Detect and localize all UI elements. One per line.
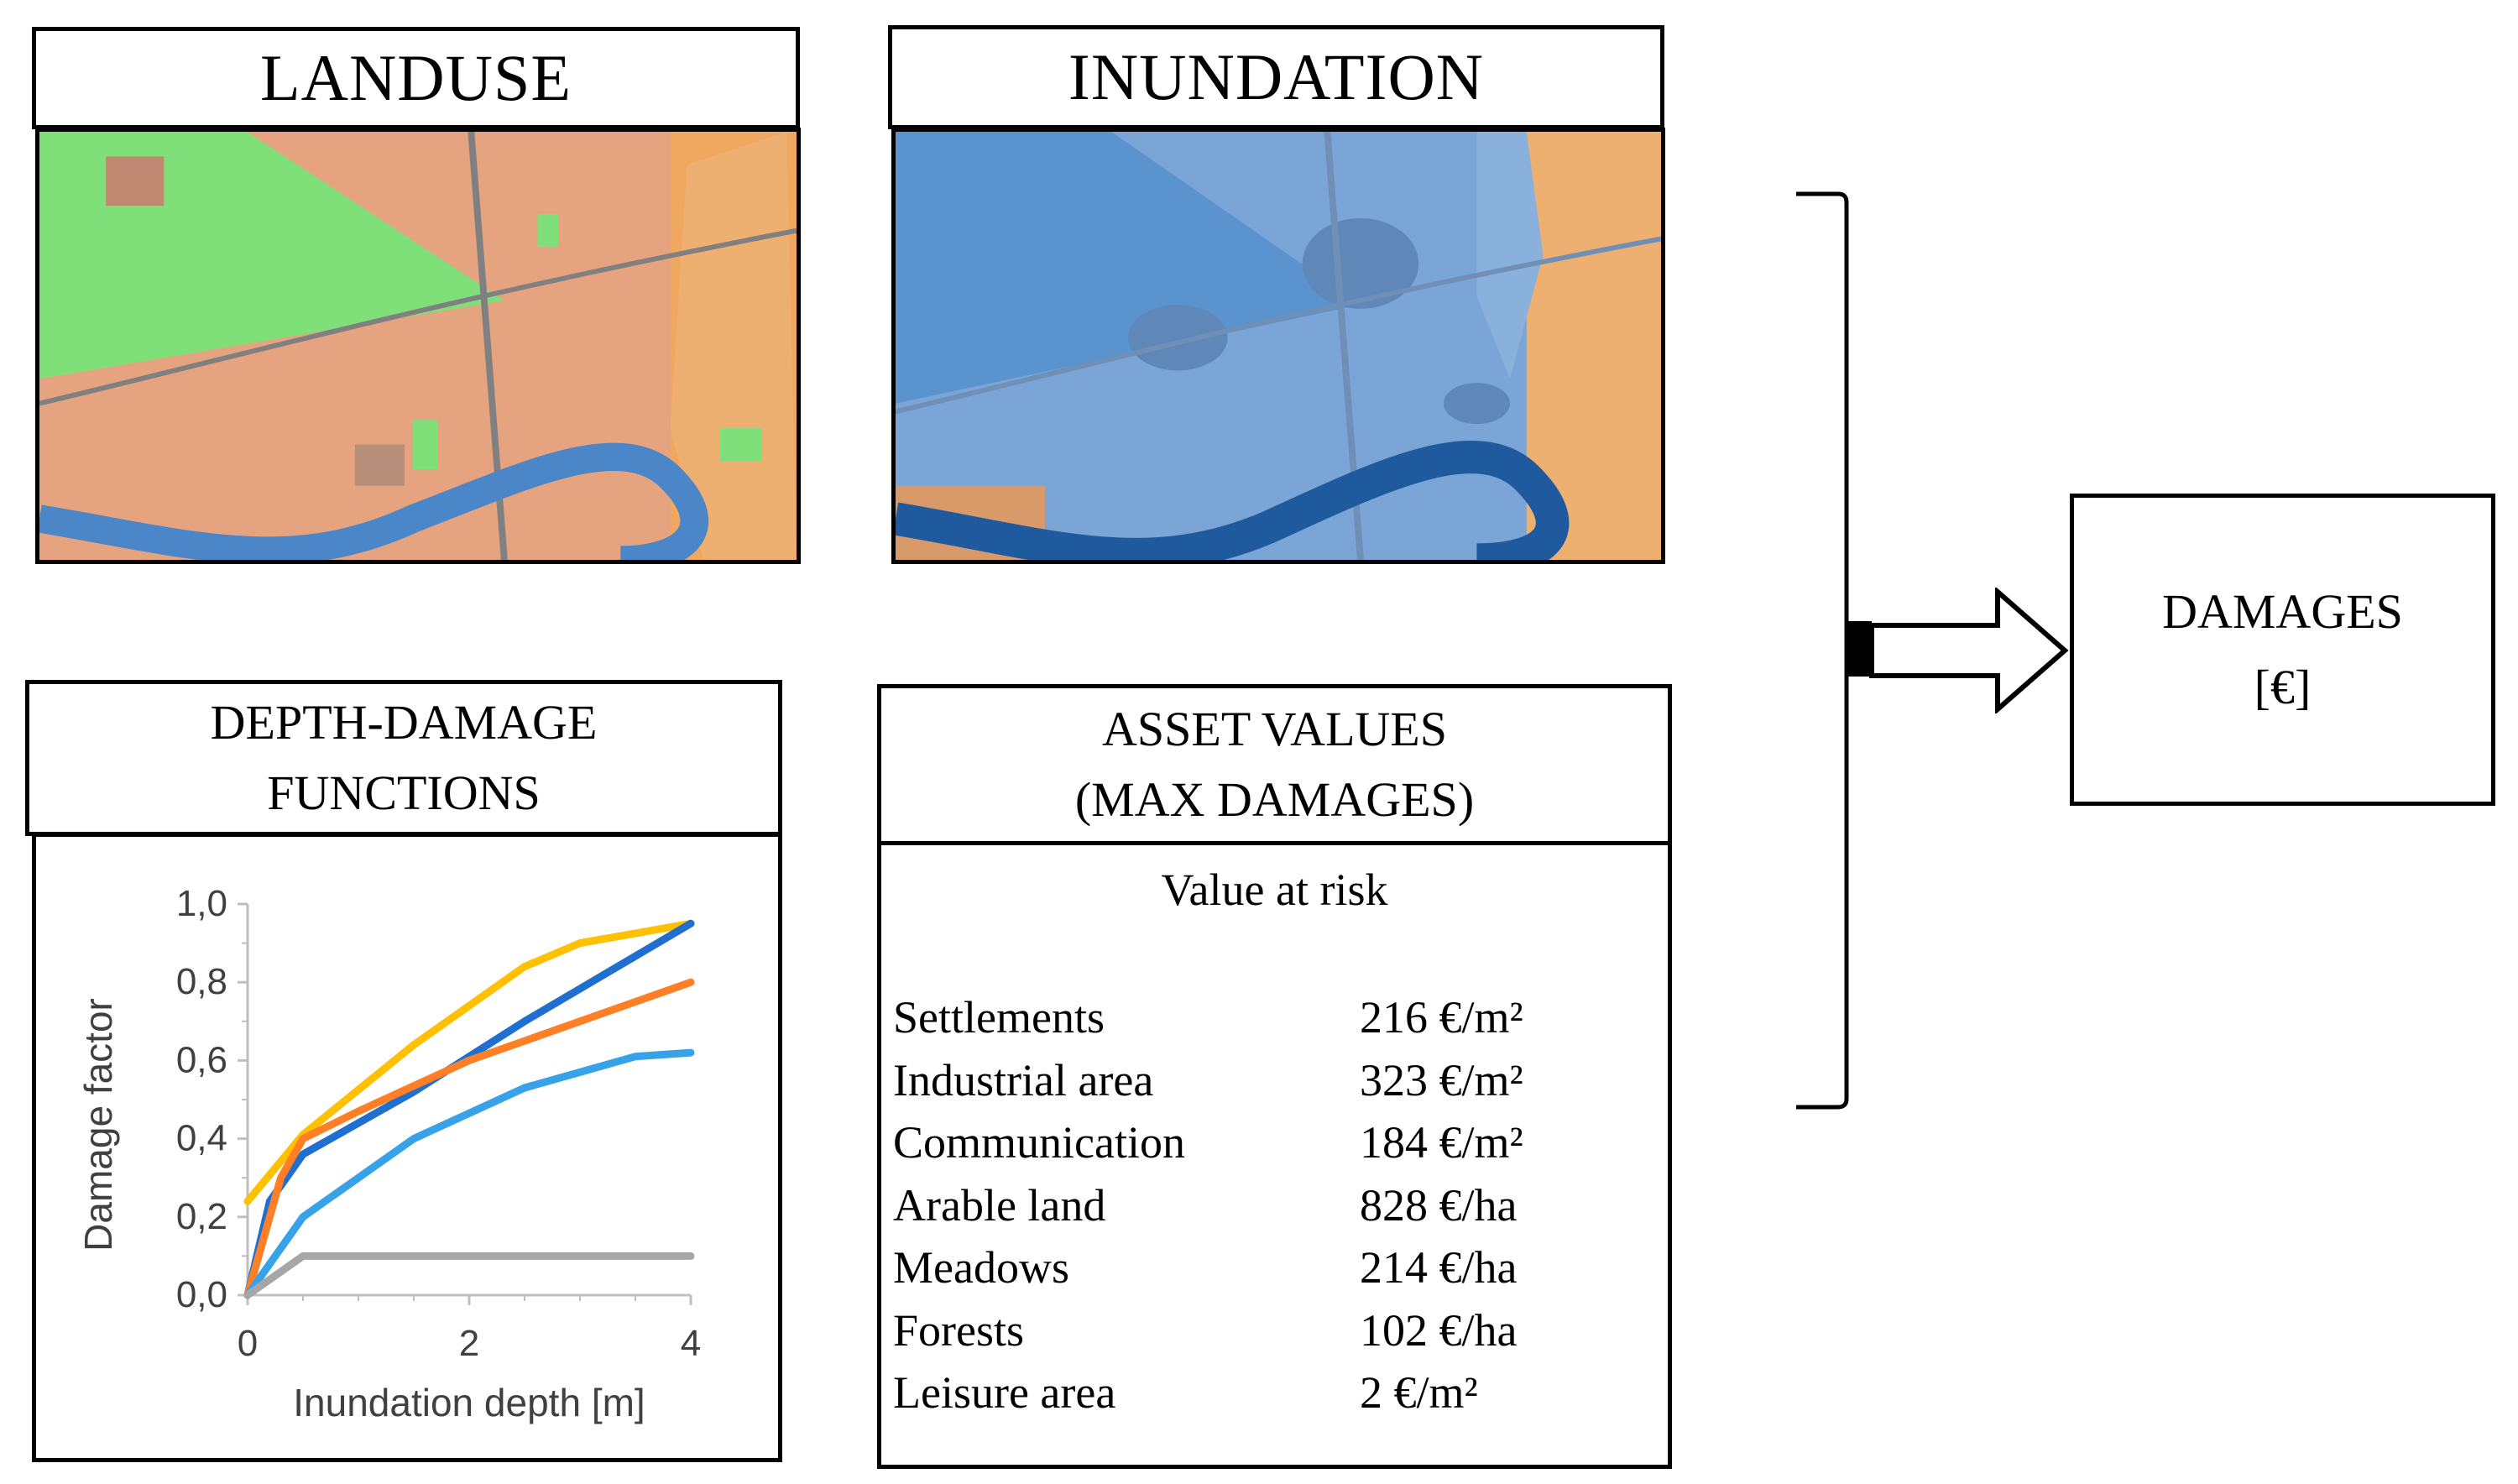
asset-values-title-line2: (MAX DAMAGES) bbox=[1074, 772, 1475, 827]
y-tick-label: 0,2 bbox=[176, 1196, 227, 1237]
combine-bracket bbox=[1796, 191, 1872, 1110]
asset-values-title: ASSET VALUES (MAX DAMAGES) bbox=[877, 684, 1672, 845]
damage-curve-1 bbox=[243, 919, 695, 1205]
y-tick-label: 0,8 bbox=[176, 961, 227, 1002]
asset-name: Leisure area bbox=[893, 1367, 1116, 1418]
y-tick-label: 1,0 bbox=[176, 883, 227, 924]
asset-name: Forests bbox=[893, 1304, 1025, 1356]
damage-curve-5 bbox=[243, 1251, 695, 1299]
inundation-title-text: INUNDATION bbox=[1068, 40, 1485, 113]
asset-row: Arable land 828 €/ha bbox=[881, 1174, 1668, 1236]
asset-value: 214 €/ha bbox=[1360, 1242, 1518, 1293]
right-arrow-icon bbox=[1869, 588, 2069, 713]
asset-values-table: Value at risk Settlements 216 €/m² Industr… bbox=[877, 841, 1672, 1469]
value-at-risk-heading: Value at risk bbox=[1161, 865, 1388, 915]
y-tick-label: 0,4 bbox=[176, 1118, 227, 1159]
asset-value: 102 €/ha bbox=[1360, 1304, 1518, 1356]
damages-unit: [€] bbox=[2254, 660, 2312, 714]
damage-curve-4 bbox=[243, 1048, 695, 1299]
depth-damage-title: DEPTH-DAMAGE FUNCTIONS bbox=[25, 680, 782, 836]
inundation-map bbox=[891, 128, 1665, 564]
landuse-map bbox=[35, 128, 801, 564]
asset-name: Industrial area bbox=[893, 1054, 1154, 1105]
asset-value: 184 €/m² bbox=[1360, 1117, 1523, 1168]
asset-values-title-line1: ASSET VALUES bbox=[1102, 702, 1447, 756]
asset-row: Settlements 216 €/m² bbox=[881, 986, 1668, 1048]
damages-box: DAMAGES [€] bbox=[2070, 494, 2495, 806]
inundation-title: INUNDATION bbox=[888, 25, 1664, 129]
asset-value: 828 €/ha bbox=[1360, 1179, 1518, 1231]
landuse-title: LANDUSE bbox=[32, 27, 800, 129]
damage-curve-3 bbox=[243, 978, 695, 1299]
x-tick-label: 0 bbox=[238, 1323, 258, 1364]
asset-value: 323 €/m² bbox=[1360, 1054, 1523, 1105]
depth-damage-title-line2: FUNCTIONS bbox=[267, 766, 541, 820]
x-tick-label: 2 bbox=[459, 1323, 479, 1364]
asset-name: Communication bbox=[893, 1117, 1185, 1168]
asset-value: 2 €/m² bbox=[1360, 1367, 1478, 1418]
asset-row: Meadows 214 €/ha bbox=[881, 1236, 1668, 1298]
y-tick-label: 0,0 bbox=[176, 1274, 227, 1315]
y-axis-label: Damage factor bbox=[76, 998, 120, 1251]
asset-row: Forests 102 €/ha bbox=[881, 1299, 1668, 1361]
asset-row: Leisure area 2 €/m² bbox=[881, 1361, 1668, 1424]
landuse-title-text: LANDUSE bbox=[260, 41, 572, 114]
asset-name: Arable land bbox=[893, 1179, 1106, 1231]
x-tick-label: 4 bbox=[681, 1323, 701, 1364]
y-tick-label: 0,6 bbox=[176, 1039, 227, 1080]
asset-row: Communication 184 €/m² bbox=[881, 1111, 1668, 1173]
asset-row: Industrial area 323 €/m² bbox=[881, 1049, 1668, 1111]
depth-damage-title-line1: DEPTH-DAMAGE bbox=[210, 695, 598, 750]
asset-value: 216 €/m² bbox=[1360, 992, 1523, 1042]
asset-name: Meadows bbox=[893, 1242, 1069, 1293]
damages-label: DAMAGES bbox=[2162, 584, 2403, 639]
asset-name: Settlements bbox=[893, 992, 1105, 1042]
x-axis-label: Inundation depth [m] bbox=[293, 1381, 645, 1424]
